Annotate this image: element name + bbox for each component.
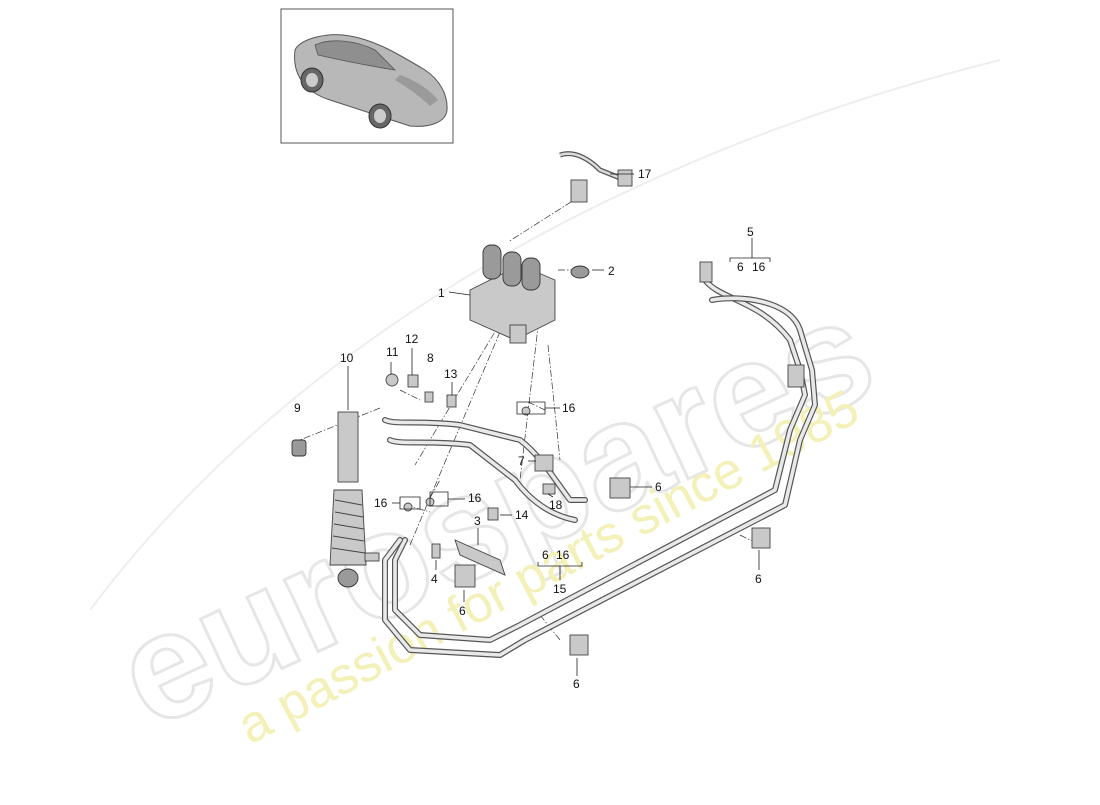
callout-6-right: 6 [655,480,662,494]
coupling-part [787,364,805,388]
clamp-part [569,634,589,656]
callout-18: 18 [549,498,563,512]
callout-6-bottom-left: 6 [459,604,466,618]
callout-3: 3 [474,514,481,528]
callout-13: 13 [444,367,458,381]
clamp-part [454,564,476,588]
fitting-part [542,483,556,495]
callout-5-sub-6: 6 [737,260,744,274]
brake-pipes [382,277,818,658]
callout-16-left: 16 [374,496,388,510]
callout-15: 15 [553,582,567,596]
leader-lines [347,173,771,676]
coupling-part [699,261,713,283]
callout-12: 12 [405,332,419,346]
callout-7: 7 [518,454,525,468]
screw-part [487,507,499,521]
clamp-part [609,477,631,499]
callout-9: 9 [294,401,301,415]
callout-16-upper: 16 [562,401,576,415]
callout-15-sub-6: 6 [542,548,549,562]
callout-11: 11 [386,345,399,359]
plug-part [570,265,590,279]
callout-15-sub-16: 16 [556,548,570,562]
bushing-part [291,439,307,457]
fittings [385,373,457,408]
car-icon [294,34,448,129]
callout-2: 2 [608,264,615,278]
shock-absorber-part [329,411,380,588]
clamp-part [751,527,771,549]
bracket-part [454,539,506,576]
callout-6-bottom: 6 [573,677,580,691]
callout-10: 10 [340,351,354,365]
callout-1: 1 [438,286,445,300]
callout-14: 14 [515,508,529,522]
connector-part [534,454,554,472]
car-thumbnail [280,8,454,144]
callout-5: 5 [747,225,754,239]
callout-8: 8 [427,351,434,365]
callout-17: 17 [638,167,652,181]
callout-4: 4 [431,572,438,586]
screw-part [431,543,441,559]
callouts: 17 2 1 10 9 11 12 8 13 16 7 16 16 18 14 … [294,167,766,691]
parts [291,151,805,656]
callout-16-mid: 16 [468,491,482,505]
callout-6-far-right: 6 [755,572,762,586]
valve-block-part [469,244,556,344]
callout-5-sub-16: 16 [752,260,766,274]
